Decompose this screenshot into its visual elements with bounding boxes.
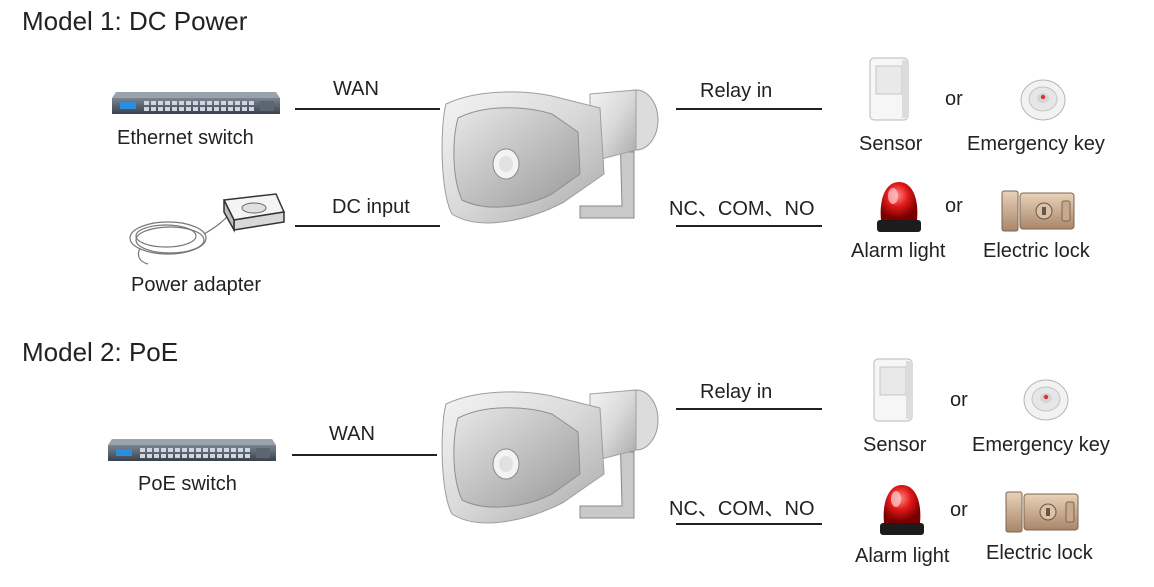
ethernet-switch-label: Ethernet switch	[117, 127, 254, 149]
model2-or-bottom: or	[950, 499, 968, 521]
model1-relay-in-line	[676, 108, 822, 110]
model1-or-top: or	[945, 88, 963, 110]
horn-speaker-icon	[441, 89, 659, 224]
model2-relay-in-label: Relay in	[700, 381, 773, 403]
model2-wan-line	[292, 454, 437, 456]
electric-lock-icon	[1001, 190, 1075, 232]
power-adapter-label: Power adapter	[131, 274, 262, 296]
power-adapter-icon	[129, 193, 286, 265]
model2-nc-com-no-label: NC、COM、NO	[669, 498, 815, 520]
dc-input-label: DC input	[332, 196, 410, 218]
model2-title: Model 2: PoE	[22, 337, 179, 367]
model2-alarm-light-label: Alarm light	[855, 545, 950, 567]
sensor-icon	[869, 57, 909, 121]
model2-relay-in-line	[676, 408, 822, 410]
emergency-key-icon	[1020, 79, 1066, 121]
model1-alarm-light-label: Alarm light	[851, 240, 946, 262]
model2-nc-com-no-line	[676, 523, 822, 525]
model1-title: Model 1: DC Power	[22, 6, 248, 36]
model2-electric-lock-label: Electric lock	[986, 542, 1093, 564]
ethernet-switch-icon	[112, 92, 280, 114]
model2-sensor-label: Sensor	[863, 434, 927, 456]
model1-electric-lock-label: Electric lock	[983, 240, 1090, 262]
model1-sensor-label: Sensor	[859, 133, 923, 155]
model2-wan-label: WAN	[329, 423, 375, 445]
model1-nc-com-no-line	[676, 225, 822, 227]
poe-switch-icon	[108, 439, 276, 461]
dc-input-line	[295, 225, 440, 227]
model1-relay-in-label: Relay in	[700, 80, 773, 102]
horn-speaker-icon	[441, 389, 659, 524]
emergency-key-icon	[1023, 379, 1069, 421]
model2-or-top: or	[950, 389, 968, 411]
alarm-light-icon	[880, 485, 924, 535]
model1-emergency-key-label: Emergency key	[967, 133, 1105, 155]
sensor-icon	[873, 358, 913, 422]
electric-lock-icon	[1005, 491, 1079, 533]
model1-or-bottom: or	[945, 195, 963, 217]
model1-nc-com-no-label: NC、COM、NO	[669, 198, 815, 220]
model1-wan-line	[295, 108, 440, 110]
model1-wan-label: WAN	[333, 78, 379, 100]
poe-switch-label: PoE switch	[138, 473, 237, 495]
alarm-light-icon	[877, 182, 921, 232]
model2-emergency-key-label: Emergency key	[972, 434, 1110, 456]
